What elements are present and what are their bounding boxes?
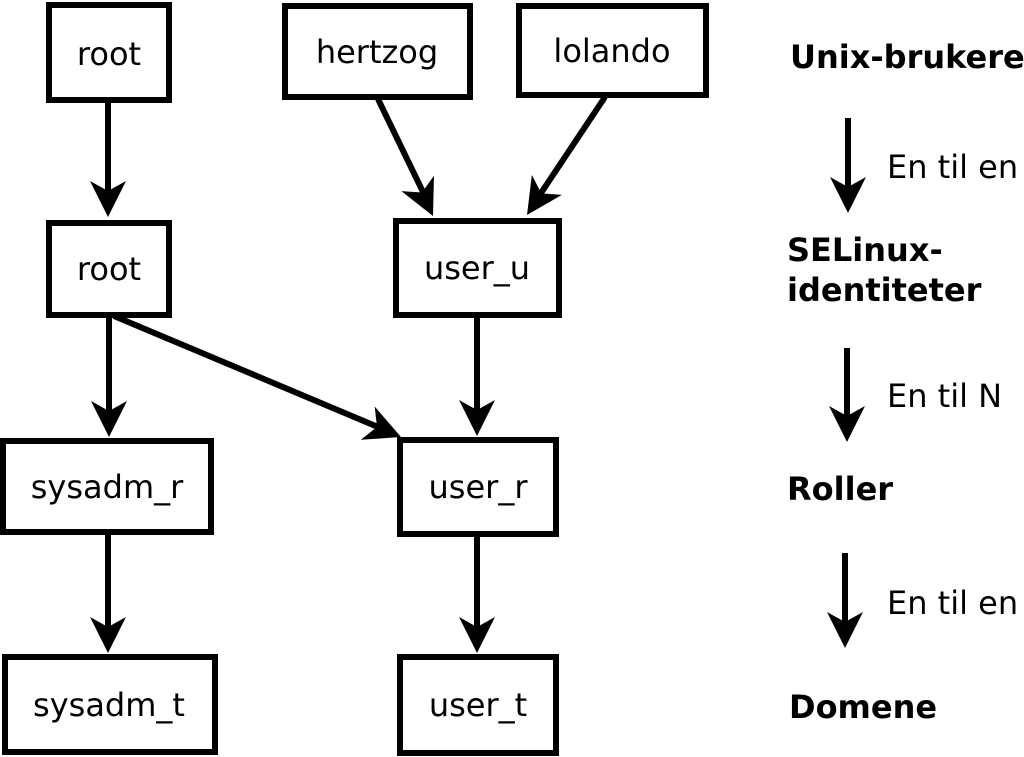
legend-relation-1-label: En til en [887, 148, 1018, 186]
legend-selinux-identities-label-line2: identiteter [787, 271, 982, 309]
user-u-label: user_u [424, 249, 530, 287]
selinux-root-label: root [77, 250, 141, 288]
hertzog-label: hertzog [316, 33, 438, 71]
legend-selinux-identities-label-line1: SELinux- [787, 231, 943, 269]
arrowhead-down-icon [830, 177, 866, 213]
selinux-root-box [46, 220, 172, 318]
legend-relation-3-label: En til en [887, 584, 1018, 622]
user-r-label: user_r [429, 468, 529, 506]
node-unix-root: root [46, 2, 172, 103]
arrow-user-u-to-user-r [459, 317, 495, 436]
arrow-line [538, 95, 608, 195]
unix-root-box [46, 2, 172, 103]
arrowhead-down-left-icon [527, 175, 562, 215]
arrow-line [375, 97, 426, 194]
legend-arrow-2 [829, 348, 865, 442]
legend-relation-2-label: En til N [887, 377, 1002, 415]
hertzog-box [282, 3, 473, 100]
arrow-unixroot-to-selinuxroot [90, 103, 126, 217]
user-t-box [397, 654, 559, 756]
arrowhead-down-icon [91, 401, 127, 437]
arrowhead-down-icon [459, 400, 495, 436]
arrow-user-r-to-user-t [459, 536, 495, 653]
user-t-label: user_t [429, 686, 527, 724]
legend-arrow-1 [830, 118, 866, 213]
node-role-sysadm-r: sysadm_r [0, 438, 214, 535]
legend-domains-label: Domene [789, 688, 937, 726]
node-role-user-r: user_r [397, 437, 559, 537]
arrow-sysadm-r-to-sysadm-t [90, 534, 126, 653]
legend: Unix-brukere En til en SELinux- identite… [787, 38, 1024, 726]
node-selinux-root: root [46, 220, 172, 318]
node-unix-lolando: lolando [516, 3, 709, 98]
arrowhead-down-icon [90, 617, 126, 653]
legend-roles-label: Roller [787, 470, 893, 508]
sysadm-r-box [0, 438, 214, 535]
arrowhead-down-icon [90, 181, 126, 217]
arrow-lolando-to-user-u [527, 95, 608, 215]
sysadm-r-label: sysadm_r [31, 468, 184, 506]
arrow-line [112, 313, 380, 430]
unix-root-label: root [77, 35, 141, 73]
sysadm-t-label: sysadm_t [33, 686, 185, 724]
arrowhead-down-icon [829, 406, 865, 442]
node-selinux-user-u: user_u [393, 218, 562, 318]
sysadm-t-box [2, 654, 218, 755]
arrow-selinuxroot-to-user-r [112, 313, 401, 440]
arrowhead-down-icon [459, 617, 495, 653]
node-domain-sysadm-t: sysadm_t [2, 654, 218, 755]
arrow-hertzog-to-user-u [375, 97, 434, 216]
legend-unix-users-label: Unix-brukere [790, 38, 1024, 76]
arrowhead-down-icon [827, 612, 863, 648]
legend-arrow-3 [827, 553, 863, 648]
lolando-label: lolando [553, 32, 670, 70]
arrowhead-down-right-icon [401, 175, 434, 216]
arrow-selinuxroot-to-sysadm-r [91, 317, 127, 437]
arrowhead-right-icon [360, 406, 401, 440]
node-domain-user-t: user_t [397, 654, 559, 756]
node-unix-hertzog: hertzog [282, 3, 473, 100]
user-u-box [393, 218, 562, 318]
lolando-box [516, 3, 709, 98]
user-r-box [397, 437, 559, 537]
